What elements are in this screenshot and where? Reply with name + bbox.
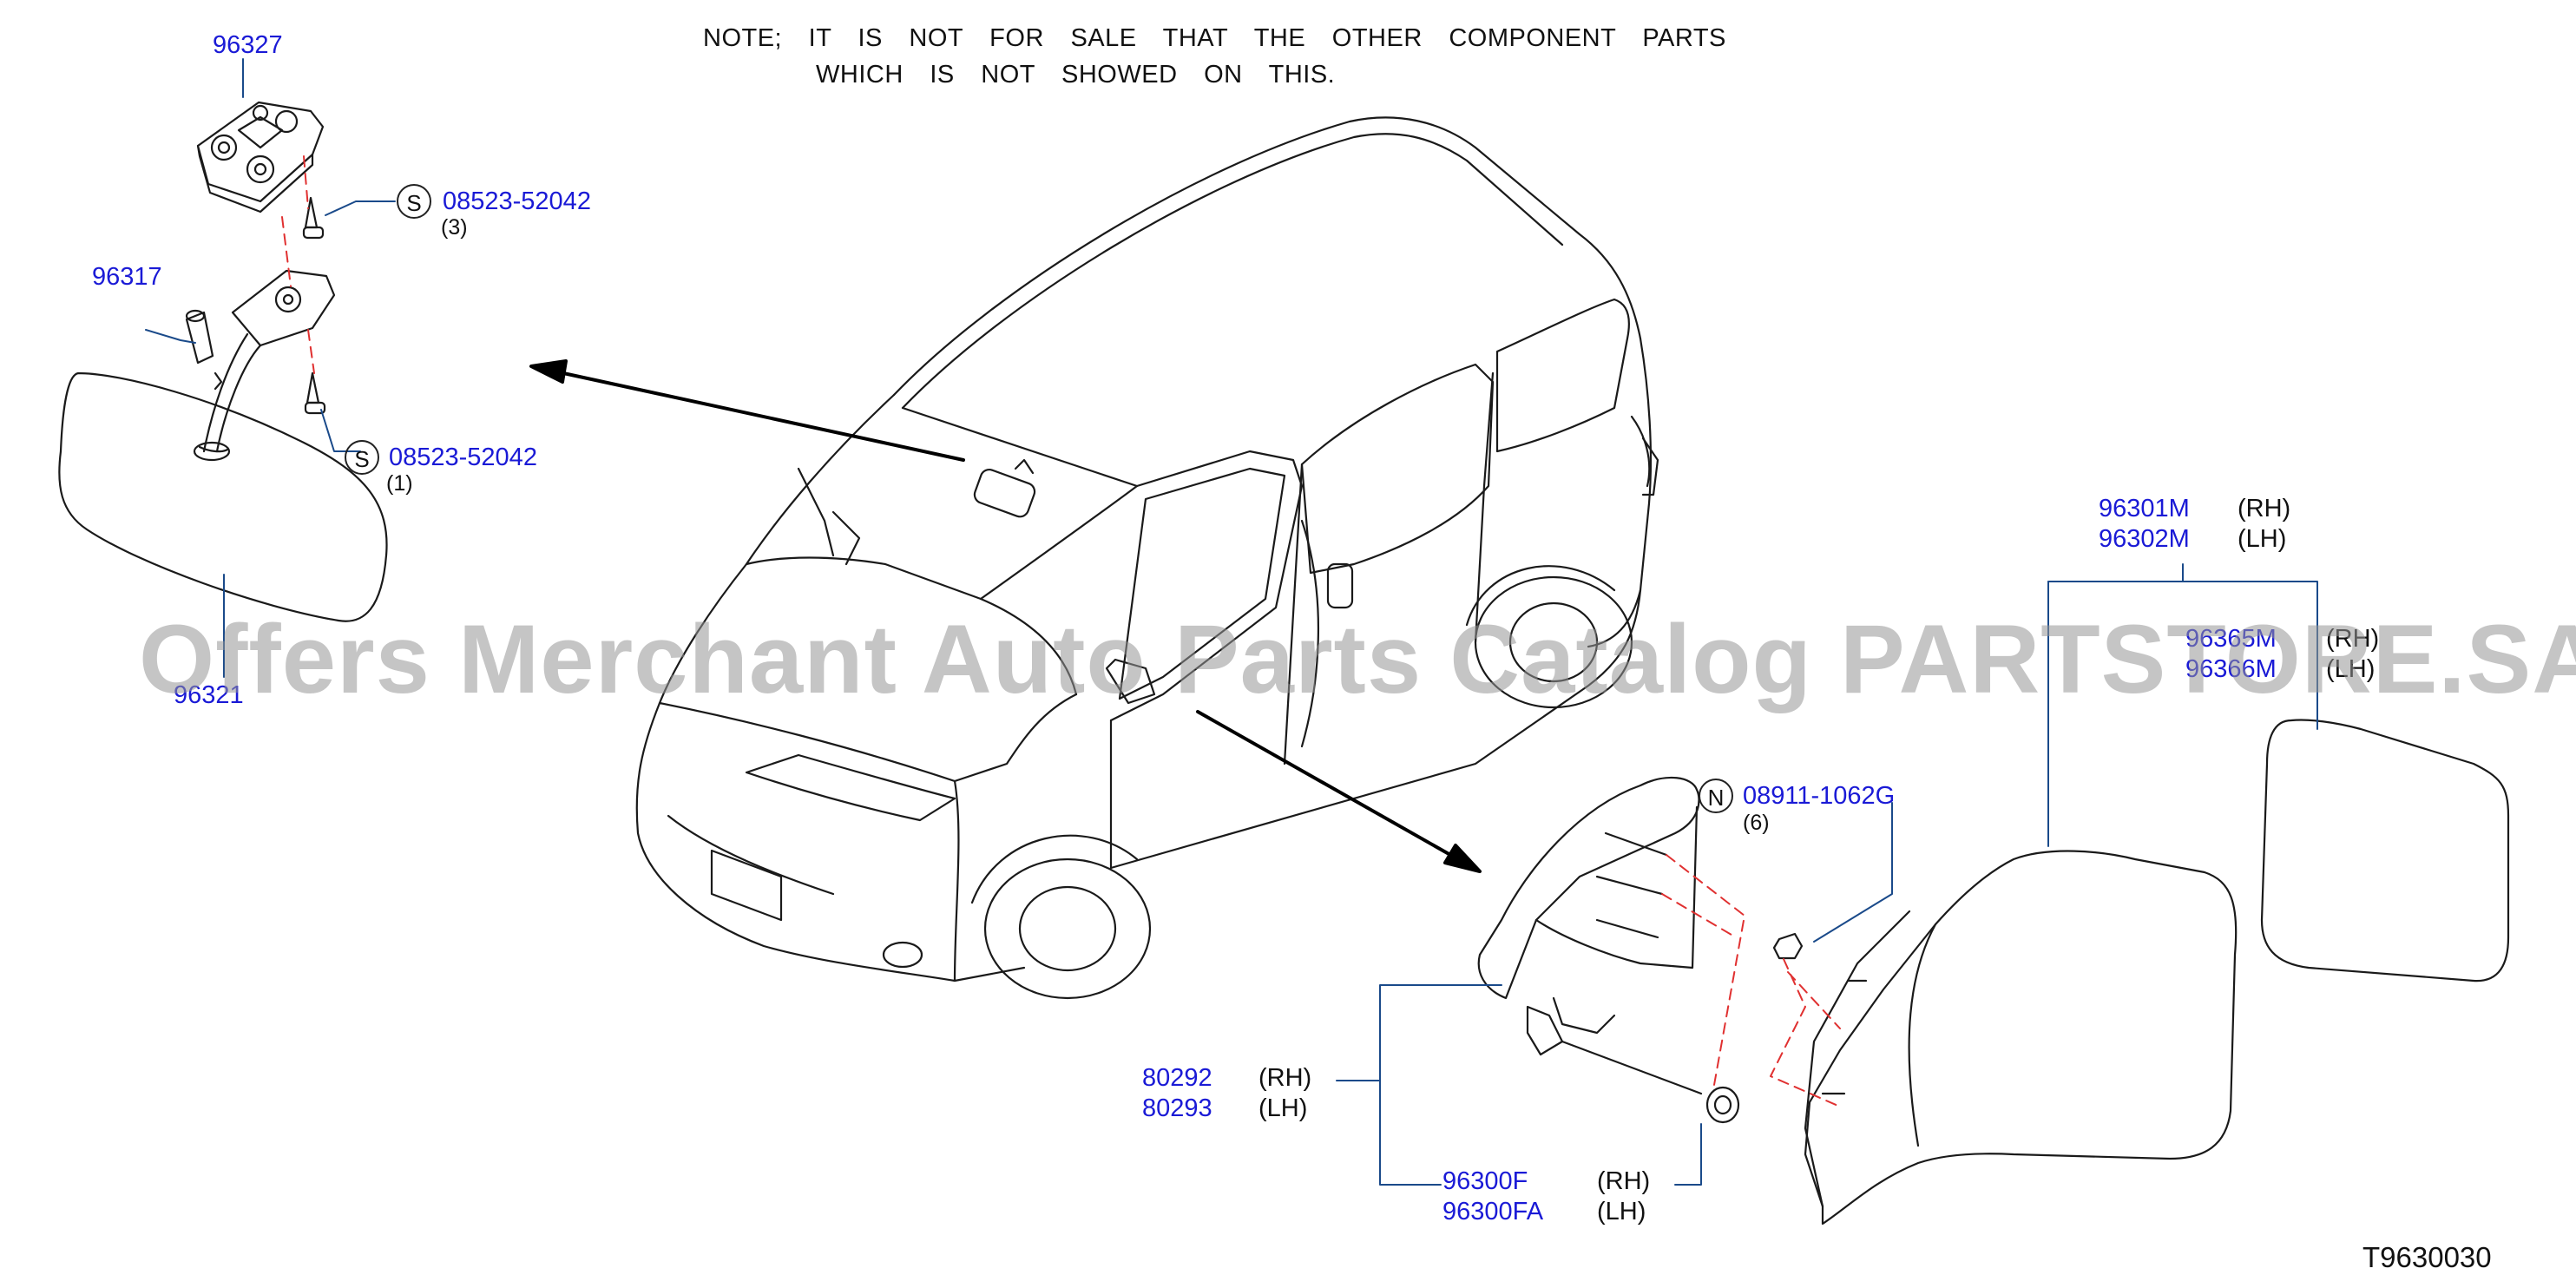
part-number-screw-bottom[interactable]: 08523-52042: [389, 444, 537, 471]
rearview-mirror-illustration: [58, 101, 388, 622]
diagram-id: T9630030: [2362, 1241, 2492, 1273]
part-number-96301M[interactable]: 96301M: [2099, 495, 2190, 522]
part-number-96321[interactable]: 96321: [174, 681, 244, 709]
part-number-80292[interactable]: 80292: [1142, 1064, 1212, 1092]
base-lh-side: (LH): [1597, 1198, 1646, 1226]
door-mirror-illustration: [1477, 719, 2510, 1226]
part-number-96317[interactable]: 96317: [92, 263, 162, 291]
assy-rh-side: (RH): [2238, 495, 2291, 522]
glass-lh-side: (LH): [2326, 655, 2376, 683]
note-line-1: NOTE; IT IS NOT FOR SALE THAT THE OTHER …: [703, 24, 1726, 52]
part-number-screw-top[interactable]: 08523-52042: [443, 187, 591, 215]
nut-qty: (6): [1743, 811, 1770, 835]
door-mirror-leaders: [1336, 563, 2318, 1186]
part-number-96366M[interactable]: 96366M: [2185, 655, 2277, 683]
cover-lh-side: (LH): [1258, 1094, 1308, 1122]
screw-bottom-qty: (1): [386, 471, 413, 496]
part-number-80293[interactable]: 80293: [1142, 1094, 1212, 1122]
rearview-leaders: [145, 58, 396, 678]
rearview-dashed: [281, 155, 315, 374]
note-line-2: WHICH IS NOT SHOWED ON THIS.: [816, 61, 1336, 89]
watermark-text: Offers Merchant Auto Parts Catalog PARTS…: [139, 605, 2576, 713]
part-number-96300F[interactable]: 96300F: [1442, 1167, 1528, 1195]
part-number-96365M[interactable]: 96365M: [2185, 625, 2277, 653]
part-number-08911-1062G[interactable]: 08911-1062G: [1743, 782, 1896, 810]
part-number-96327[interactable]: 96327: [213, 31, 283, 59]
callout-arrows: [529, 359, 1482, 873]
screw-symbol-top: S: [397, 184, 431, 219]
part-number-96302M[interactable]: 96302M: [2099, 525, 2190, 553]
assy-lh-side: (LH): [2238, 525, 2287, 553]
cover-rh-side: (RH): [1258, 1064, 1312, 1092]
van-illustration: [635, 116, 1659, 1000]
screw-top-qty: (3): [441, 215, 468, 240]
glass-rh-side: (RH): [2326, 625, 2380, 653]
door-mirror-dashed: [1661, 854, 1841, 1107]
screw-symbol-bottom: S: [345, 440, 379, 475]
base-rh-side: (RH): [1597, 1167, 1651, 1195]
part-number-96300FA[interactable]: 96300FA: [1442, 1198, 1544, 1226]
nut-symbol: N: [1699, 779, 1733, 813]
